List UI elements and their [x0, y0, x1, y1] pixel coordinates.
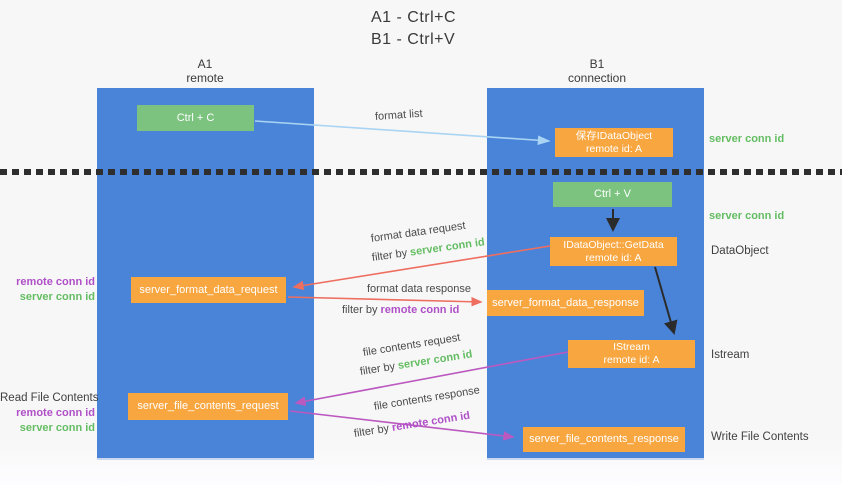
node-ctrl-c: Ctrl + C — [137, 105, 254, 131]
edge-label-file-contents-response: file contents response — [373, 384, 481, 413]
node-file-response-label: server_file_contents_response — [529, 433, 679, 445]
node-idataobject-getdata: IDataObject::GetData remote id: A — [550, 237, 677, 266]
title-line-1: A1 - Ctrl+C — [371, 9, 457, 26]
label-dataobject: DataObject — [711, 245, 769, 257]
lane-header-a1: A1 remote — [145, 57, 265, 85]
lane-a1-name: A1 — [197, 57, 213, 71]
node-server-file-contents-request: server_file_contents_request — [128, 393, 288, 420]
filter-by-text: filter by — [359, 360, 399, 378]
label-server-conn-id-left-2: server conn id — [19, 422, 95, 434]
arrow-format-data-response — [287, 296, 483, 307]
node-save-idataobject-line1: 保存IDataObject — [575, 129, 653, 142]
node-ctrl-v: Ctrl + V — [553, 182, 672, 207]
node-server-format-data-request: server_format_data_request — [131, 277, 286, 303]
node-file-request-label: server_file_contents_request — [137, 400, 279, 412]
lane-b1-sub: connection — [567, 71, 627, 85]
remote-conn-id-highlight: remote conn id — [380, 304, 460, 316]
label-remote-conn-id-left-1: remote conn id — [16, 276, 95, 288]
filter-by-text: filter by — [353, 422, 393, 440]
node-format-request-label: server_format_data_request — [139, 283, 278, 296]
lane-b1-name: B1 — [589, 57, 605, 71]
label-server-conn-id-left-1: server conn id — [19, 291, 95, 303]
node-istream-line2: remote id: A — [603, 354, 660, 366]
label-read-file-contents: Read File Contents — [0, 392, 99, 404]
lane-a1-sub: remote — [186, 71, 224, 85]
label-write-file-contents: Write File Contents — [711, 431, 809, 443]
title-line-2: B1 - Ctrl+V — [371, 31, 456, 48]
label-remote-conn-id-left-2: remote conn id — [16, 407, 95, 419]
edge-label-filter-remote-2: filter by remote conn id — [353, 410, 471, 440]
lane-header-b1: B1 connection — [537, 57, 657, 85]
diagram-title: A1 - Ctrl+C B1 - Ctrl+V — [371, 7, 456, 51]
node-getdata-line1: IDataObject::GetData — [563, 238, 664, 251]
filter-by-text: filter by — [371, 246, 411, 264]
node-format-response-label: server_format_data_response — [492, 296, 639, 309]
node-server-file-contents-response: server_file_contents_response — [523, 427, 685, 452]
node-istream-line1: IStream — [613, 341, 650, 353]
server-conn-id-highlight: server conn id — [409, 236, 486, 259]
node-save-idataobject: 保存IDataObject remote id: A — [555, 128, 673, 157]
edge-label-format-list: format list — [374, 107, 423, 123]
label-istream: Istream — [711, 349, 750, 361]
edge-label-format-data-response: format data response — [367, 283, 471, 295]
label-server-conn-id-right-2: server conn id — [709, 210, 785, 222]
node-getdata-line2: remote id: A — [585, 251, 642, 264]
node-server-format-data-response: server_format_data_response — [487, 290, 644, 316]
node-ctrl-c-label: Ctrl + C — [176, 111, 215, 124]
node-ctrl-v-label: Ctrl + V — [594, 188, 631, 200]
filter-by-text: filter by — [342, 304, 381, 316]
edge-label-filter-remote-1: filter by remote conn id — [342, 304, 459, 316]
remote-conn-id-highlight: remote conn id — [391, 409, 471, 434]
node-istream: IStream remote id: A — [568, 340, 695, 368]
node-save-idataobject-line2: remote id: A — [585, 142, 643, 155]
label-server-conn-id-right-1: server conn id — [709, 133, 785, 145]
